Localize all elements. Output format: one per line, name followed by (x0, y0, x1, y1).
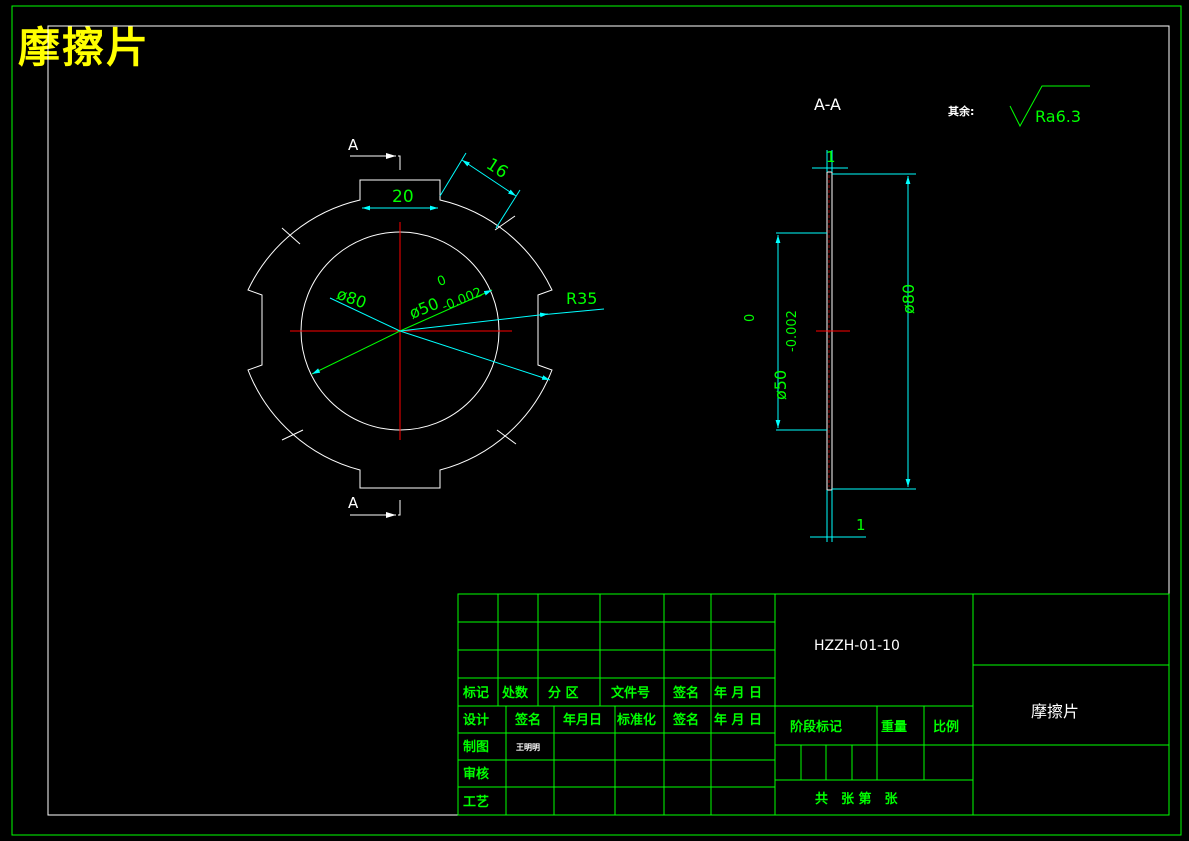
tb-drafter: 王明明 (516, 743, 540, 752)
slot-notch-upper-right (494, 215, 516, 231)
section-cut-bottom (398, 500, 401, 516)
tb-label-check: 审核 (463, 766, 489, 782)
section-cut-top (398, 155, 401, 170)
dim-16-ext-1 (439, 152, 467, 197)
dim-16-line (461, 159, 517, 197)
drawing-title: 摩擦片 (18, 23, 151, 72)
tb-header-5: 签名 (672, 685, 699, 701)
roughness-value: Ra6.3 (1035, 107, 1081, 126)
section-mark-bottom: A (348, 494, 359, 512)
tb-header-6: 年 月 日 (714, 685, 762, 701)
dim-r35-text: R35 (566, 289, 597, 308)
title-block (457, 593, 1170, 816)
dim-diagonal-leader (399, 330, 551, 381)
outer-slotted-profile (247, 179, 553, 489)
dim-phi50-line (399, 289, 493, 332)
phi50-tol-lower: -0.002 (785, 310, 800, 352)
dim-phi50-tol-lower: -0.002 (440, 285, 484, 315)
slot-notch-upper-left (281, 227, 301, 245)
tb-label-process: 工艺 (463, 794, 489, 810)
tb-header-4: 文件号 (611, 685, 650, 701)
thk-text-top: 1 (826, 148, 836, 166)
tb-part-name: 摩擦片 (1031, 702, 1079, 721)
tb-outline (457, 593, 1170, 816)
outer-border (11, 5, 1182, 836)
phi50-tol-upper: 0 (743, 314, 758, 322)
tb-design-1: 设计 (463, 712, 489, 728)
dim-16-ext-2 (495, 189, 521, 229)
dim-phi80-text: ø80 (334, 284, 369, 312)
dim-phi50-text: ø50 (406, 294, 441, 323)
dim-r35-line (399, 312, 549, 332)
slot-notch-lower-right (496, 429, 517, 445)
dim-16-text: 16 (482, 154, 511, 183)
tb-header-3: 分 区 (548, 685, 579, 701)
tb-sheets: 共 张 第 张 (815, 791, 899, 807)
tb-stage-mark: 阶段标记 (790, 719, 842, 735)
dim-phi80-leader (329, 297, 401, 332)
tb-weight: 重量 (881, 719, 907, 735)
phi80-text: ø80 (899, 284, 918, 314)
inner-border (47, 25, 1170, 816)
dim-phi50-tol-upper: 0 (435, 273, 448, 290)
front-view: A A 20 16 ø80 ø50 0 -0.002 R35 (247, 136, 605, 518)
tb-design-4: 标准化 (616, 712, 656, 728)
tb-header-1: 标记 (462, 685, 489, 701)
dim-r35-leader (539, 308, 605, 316)
thk-text-bot: 1 (856, 516, 866, 534)
tb-drawing-number: HZZH-01-10 (814, 638, 900, 654)
roughness-prefix: 其余: (948, 104, 974, 118)
section-view: A-A 1 1 ø80 ø50 0 -0.002 (743, 95, 918, 542)
dim-phi80-line (311, 330, 401, 375)
roughness-note: 其余: Ra6.3 (948, 85, 1090, 128)
tb-design-5: 签名 (672, 712, 699, 728)
phi50-text: ø50 (771, 370, 790, 400)
roughness-symbol (1009, 85, 1090, 128)
tb-design-2: 签名 (514, 712, 541, 728)
tb-label-draw: 制图 (463, 739, 489, 755)
title-block-text: 标记 处数 分 区 文件号 签名 年 月 日 设计 签名 年月日 标准化 签名 … (462, 638, 1079, 810)
tb-scale: 比例 (933, 719, 959, 735)
section-mark-top: A (348, 136, 359, 154)
tb-design-6: 年 月 日 (714, 712, 762, 728)
slot-notch-lower-left (281, 429, 304, 441)
section-label: A-A (814, 95, 841, 114)
tb-design-3: 年月日 (563, 712, 602, 728)
dim-20-text: 20 (392, 187, 414, 207)
tb-header-2: 处数 (501, 685, 529, 701)
